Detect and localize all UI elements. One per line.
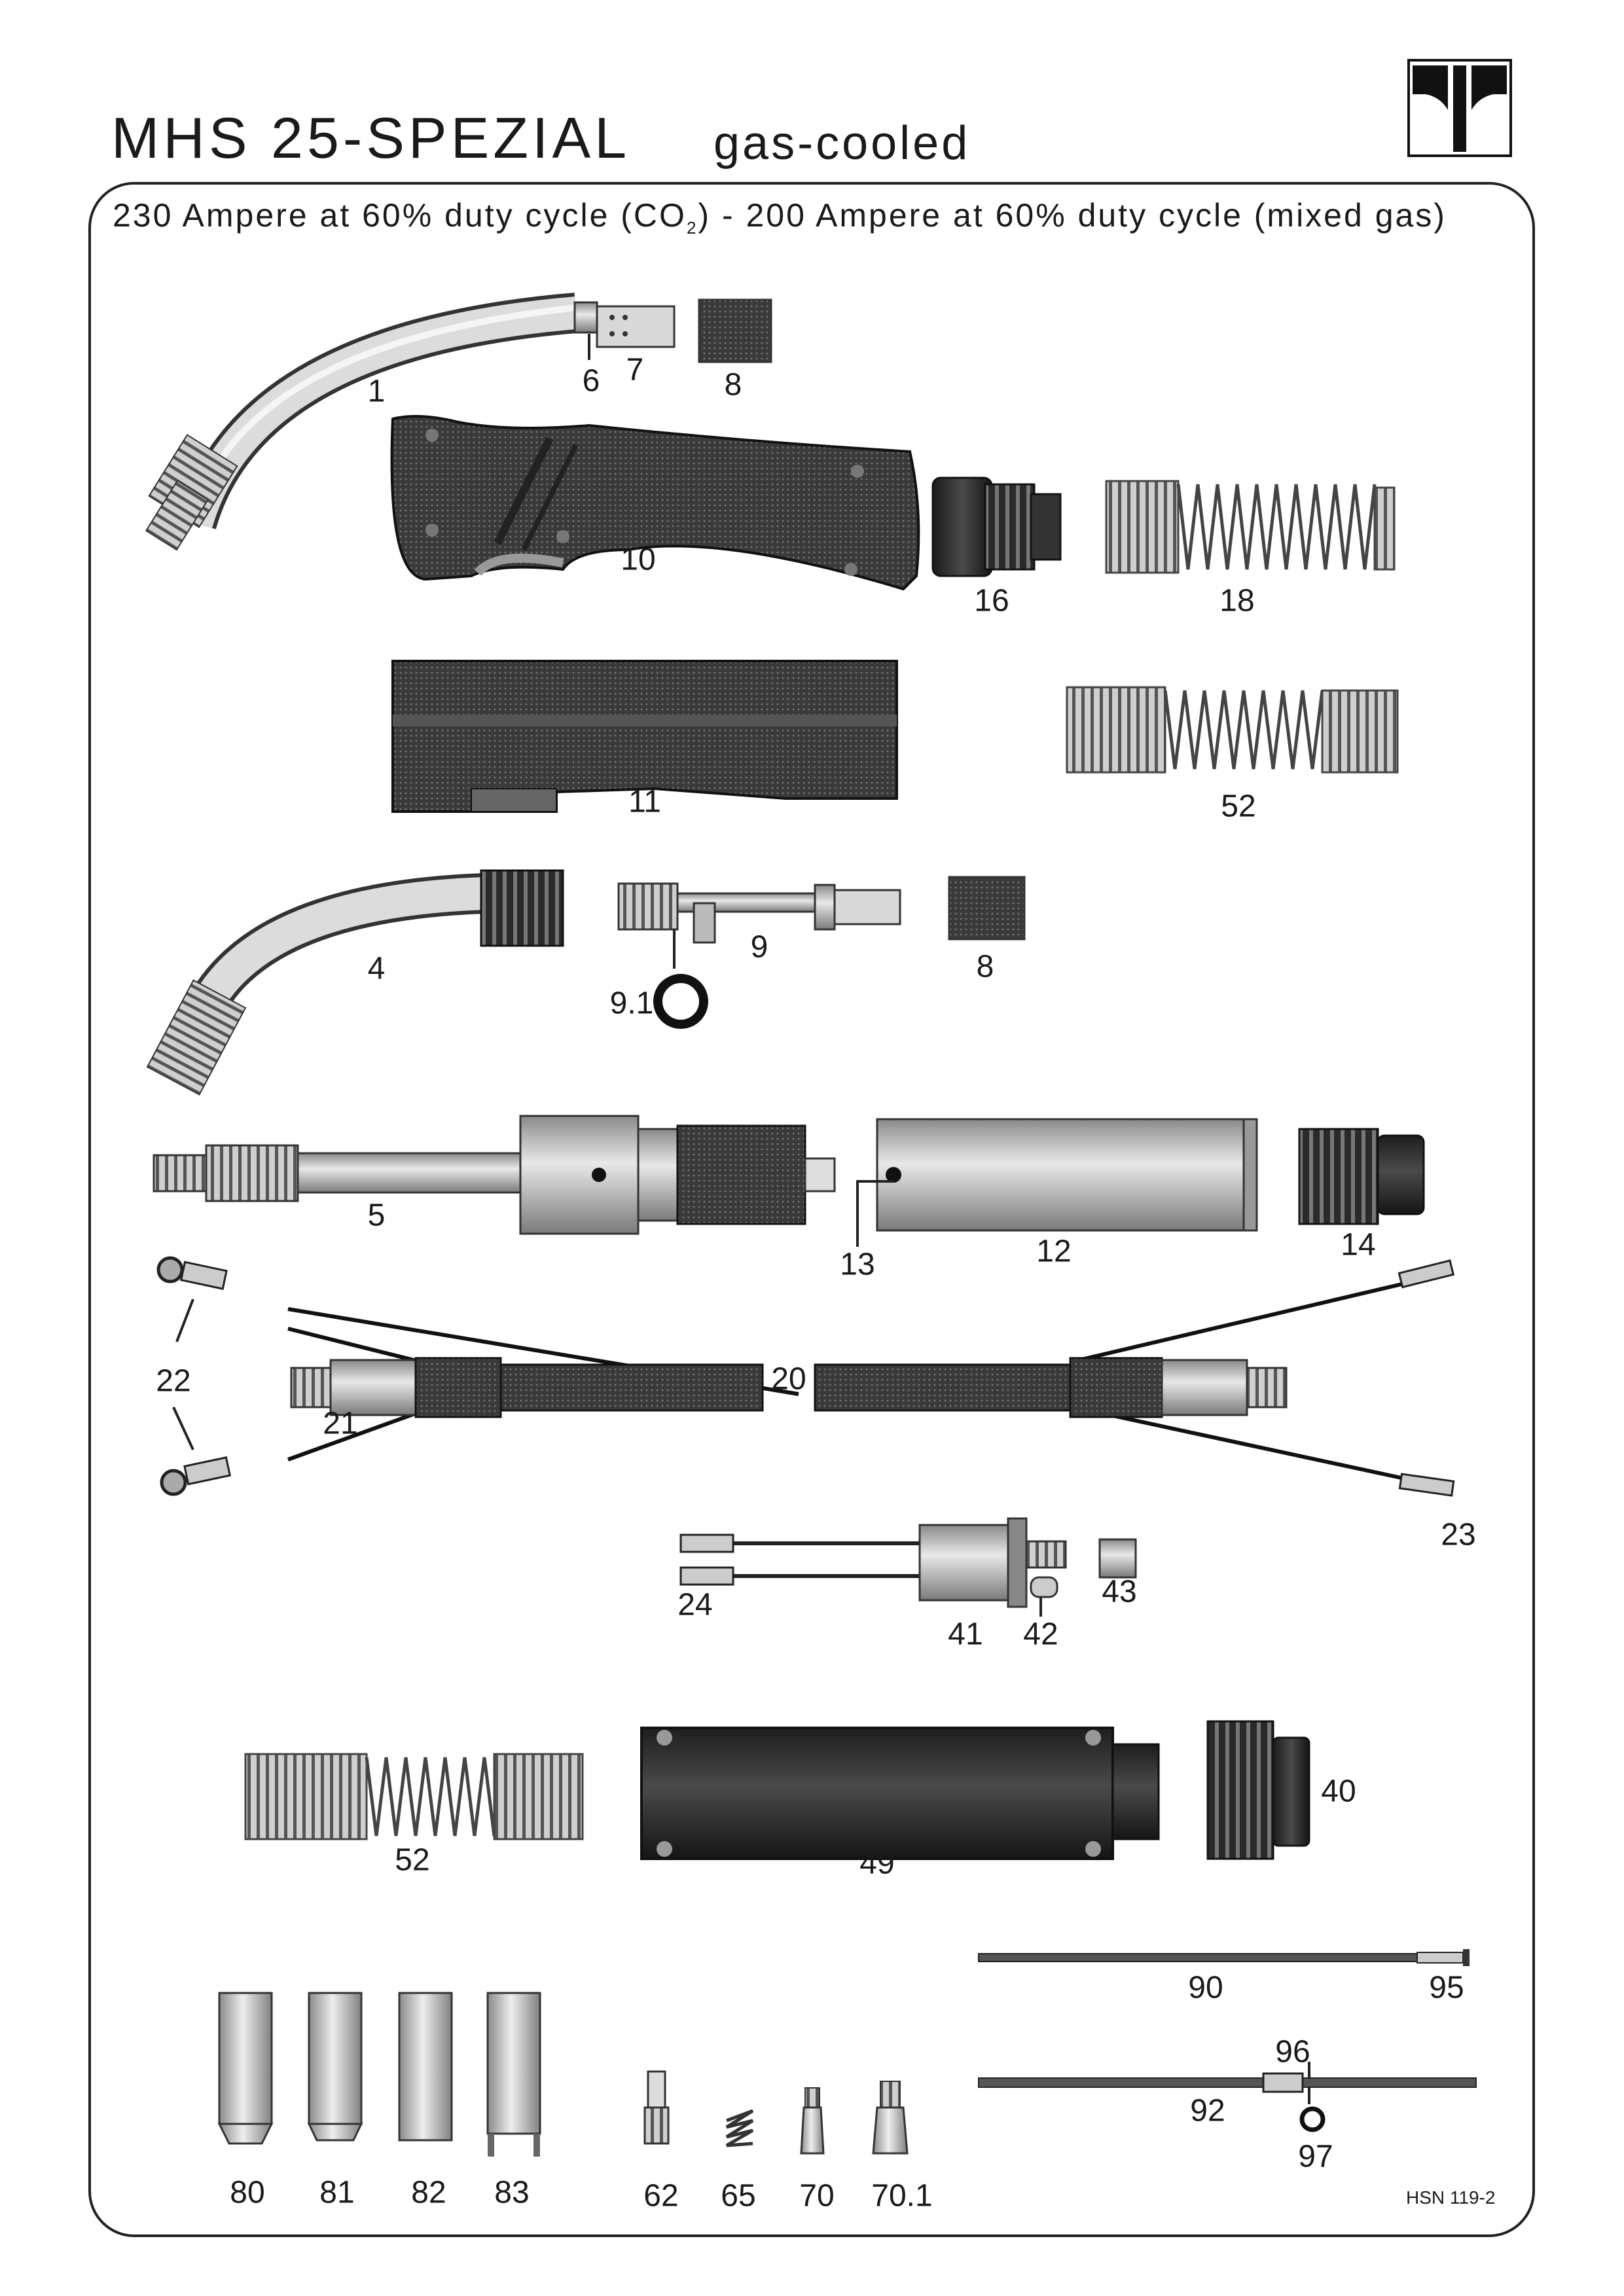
label-part-65: 65	[721, 2178, 756, 2214]
label-part-81: 81	[319, 2175, 355, 2210]
page-subtitle: gas-cooled	[713, 117, 971, 170]
document-number: HSN 119-2	[1406, 2187, 1496, 2208]
part-8-insulator-second	[948, 876, 1026, 941]
label-part-92: 92	[1190, 2093, 1225, 2128]
diagram-frame	[88, 182, 1535, 2237]
label-part-23: 23	[1441, 1517, 1476, 1552]
part-41-switch-housing	[918, 1517, 1067, 1608]
label-part-70-1: 70.1	[871, 2178, 933, 2214]
part-7-nozzle-tip	[596, 305, 676, 348]
part-52-spring-top	[1066, 686, 1399, 774]
part-18-spring	[1105, 480, 1396, 574]
label-part-8-second: 8	[976, 949, 994, 984]
label-part-10: 10	[621, 542, 656, 577]
label-part-42: 42	[1023, 1617, 1058, 1652]
part-14-end-nut	[1298, 1128, 1425, 1225]
label-part-9: 9	[750, 929, 768, 965]
part-49-handle-body	[640, 1727, 1160, 1860]
label-part-12: 12	[1036, 1234, 1072, 1269]
part-12-tube	[876, 1118, 1258, 1232]
label-part-16: 16	[974, 583, 1009, 619]
part-10-handle	[390, 415, 920, 591]
label-part-18: 18	[1219, 583, 1255, 619]
part-4-swan-neck	[146, 869, 564, 1096]
label-part-7: 7	[626, 352, 644, 387]
label-part-6: 6	[582, 363, 600, 399]
label-part-8: 8	[724, 367, 742, 403]
label-part-41: 41	[948, 1617, 983, 1652]
part-6-sleeve	[573, 301, 598, 334]
part-8-insulator	[698, 298, 772, 363]
label-part-52-bottom: 52	[395, 1842, 430, 1878]
label-part-5: 5	[367, 1198, 386, 1233]
part-62-tip-adapter	[643, 2070, 670, 2145]
page-title: MHS 25-SPEZIAL	[111, 105, 631, 170]
label-part-52-top: 52	[1221, 789, 1256, 824]
label-part-80: 80	[230, 2175, 265, 2210]
label-part-4: 4	[367, 951, 386, 986]
part-5-neck-assembly	[153, 1115, 836, 1235]
rating-text: 230 Ampere at 60% duty cycle (CO2) - 200…	[113, 197, 1447, 238]
label-part-14: 14	[1341, 1227, 1376, 1263]
part-90-liner	[978, 1949, 1470, 1966]
part-43-nut	[1098, 1538, 1137, 1579]
label-part-43: 43	[1102, 1574, 1137, 1609]
label-part-40: 40	[1321, 1774, 1356, 1809]
label-part-9-1: 9.1	[609, 986, 654, 1021]
label-part-49: 49	[859, 1846, 895, 1881]
label-part-22: 22	[156, 1363, 191, 1399]
part-82-gas-nozzle	[398, 1992, 453, 2142]
part-70-1-contact-tip	[872, 2081, 909, 2155]
part-81-gas-nozzle	[307, 1992, 363, 2142]
part-92-liner	[978, 2062, 1477, 2104]
manufacturer-logo-icon	[1407, 59, 1512, 157]
part-9-1-o-ring	[653, 974, 708, 1029]
label-part-13: 13	[840, 1247, 875, 1282]
part-1-swan-neck	[145, 293, 578, 551]
label-part-82: 82	[411, 2175, 446, 2210]
part-70-contact-tip	[800, 2087, 825, 2155]
part-24-connector-leads	[679, 1534, 923, 1586]
part-83-gas-nozzle	[486, 1992, 541, 2157]
label-part-20: 20	[771, 1361, 806, 1397]
label-part-1: 1	[367, 374, 386, 409]
part-80-gas-nozzle	[217, 1992, 274, 2145]
part-16-cable-nut	[931, 476, 1062, 577]
part-97-o-ring	[1299, 2106, 1326, 2132]
part-11-handle-shell	[391, 660, 898, 813]
label-part-83: 83	[494, 2175, 530, 2210]
part-13-screw	[886, 1167, 901, 1183]
label-part-24: 24	[677, 1587, 713, 1623]
part-40-end-cap	[1206, 1720, 1310, 1860]
label-part-95: 95	[1429, 1970, 1464, 2005]
label-part-96: 96	[1275, 2034, 1310, 2070]
part-22-cable-lug	[156, 1256, 232, 1496]
label-part-70: 70	[799, 2178, 835, 2214]
part-52-spring-bottom	[244, 1753, 584, 1840]
part-23-plug-pins	[1398, 1259, 1455, 1497]
part-65-spring	[725, 2109, 754, 2147]
label-part-90: 90	[1188, 1970, 1223, 2005]
label-part-21: 21	[323, 1406, 358, 1441]
label-part-11: 11	[628, 784, 661, 819]
label-part-62: 62	[643, 2178, 679, 2214]
part-42-pin	[1030, 1576, 1058, 1598]
part-20-hose-cable	[287, 1281, 1408, 1481]
part-9-contact-holder	[617, 882, 901, 969]
label-part-97: 97	[1298, 2139, 1333, 2174]
